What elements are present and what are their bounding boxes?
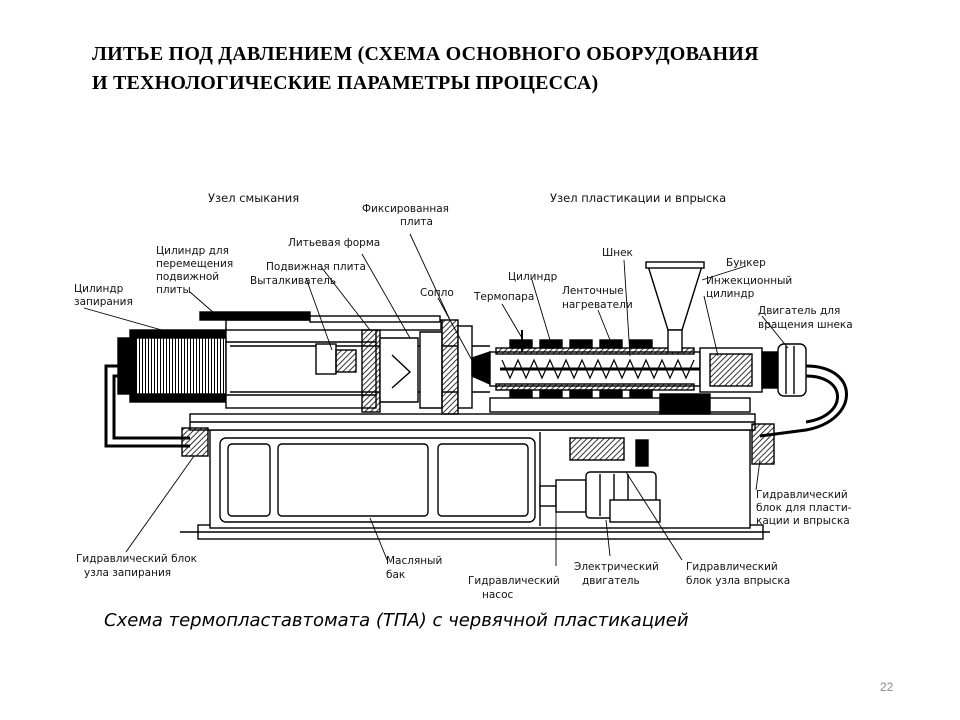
label-move-cylinder-1: Цилиндр для bbox=[156, 245, 229, 257]
label-screw: Шнек bbox=[602, 247, 633, 259]
label-hopper: Бункер bbox=[726, 257, 766, 269]
label-moving-plate: Подвижная плита bbox=[266, 261, 366, 273]
label-hyd-block-inject-1: Гидравлический bbox=[686, 561, 778, 573]
label-hyd-block-plast-3: кации и впрыска bbox=[756, 515, 850, 527]
label-fixed-plate-2: плита bbox=[400, 216, 433, 228]
label-electric-motor-2: двигатель bbox=[582, 575, 640, 587]
label-move-cylinder-2: перемещения bbox=[156, 258, 233, 270]
label-oil-tank-1: Масляный bbox=[386, 555, 442, 567]
label-hyd-pump-2: насос bbox=[482, 589, 513, 601]
label-screw-motor-2: вращения шнека bbox=[758, 319, 853, 331]
label-hyd-block-lock-1: Гидравлический блок bbox=[76, 553, 197, 565]
label-hyd-block-lock-2: узла запирания bbox=[84, 567, 171, 579]
label-injection-cylinder-2: цилиндр bbox=[706, 288, 755, 300]
label-plastication-unit: Узел пластикации и впрыска bbox=[550, 191, 726, 205]
label-lock-cylinder-1: Цилиндр bbox=[74, 283, 124, 295]
mold-shape bbox=[379, 337, 419, 403]
nozzle-shape bbox=[471, 351, 491, 386]
moving-plate-shape bbox=[361, 329, 381, 413]
label-oil-tank-2: бак bbox=[386, 569, 405, 581]
label-move-cylinder-3: подвижной bbox=[156, 271, 219, 283]
label-injection-cylinder-1: Инжекционный bbox=[706, 275, 792, 287]
label-fixed-plate-1: Фиксированная bbox=[362, 203, 449, 215]
label-thermocouple: Термопара bbox=[473, 291, 534, 303]
machine-drawing bbox=[104, 261, 848, 540]
lock-cylinder-shape bbox=[117, 337, 137, 395]
page-number: 22 bbox=[880, 680, 894, 694]
label-hyd-block-inject-2: блок узла впрыска bbox=[686, 575, 790, 587]
label-cylinder: Цилиндр bbox=[508, 271, 558, 283]
fixed-plate-shape bbox=[441, 319, 459, 415]
hopper-shape bbox=[647, 265, 703, 331]
label-band-heaters-2: нагреватели bbox=[562, 299, 633, 311]
slide-title-line-1: ЛИТЬЕ ПОД ДАВЛЕНИЕМ (СХЕМА ОСНОВНОГО ОБО… bbox=[92, 43, 759, 65]
label-band-heaters-1: Ленточные bbox=[562, 285, 624, 297]
injection-machine-diagram: Узел смыкания Узел пластикации и впрыска… bbox=[70, 180, 870, 610]
label-move-cylinder-4: плиты bbox=[156, 284, 191, 296]
slide-title-line-2: И ТЕХНОЛОГИЧЕСКИЕ ПАРАМЕТРЫ ПРОЦЕССА) bbox=[92, 72, 599, 94]
label-hyd-block-plast-2: блок для пласти- bbox=[756, 502, 852, 514]
label-electric-motor-1: Электрический bbox=[574, 561, 659, 573]
label-ejector: Выталкиватель bbox=[250, 275, 336, 287]
label-screw-motor-1: Двигатель для bbox=[758, 305, 840, 317]
label-mold: Литьевая форма bbox=[288, 237, 380, 249]
hyd-block-lock-shape bbox=[181, 427, 209, 457]
label-clamping-unit: Узел смыкания bbox=[208, 191, 299, 205]
label-hyd-block-plast-1: Гидравлический bbox=[756, 489, 848, 501]
diagram-svg: Узел смыкания Узел пластикации и впрыска… bbox=[74, 191, 853, 601]
label-hyd-pump-1: Гидравлический bbox=[468, 575, 560, 587]
figure-caption: Схема термопластавтомата (ТПА) с червячн… bbox=[104, 610, 689, 631]
leader-lines bbox=[83, 233, 789, 566]
hyd-block-plast-shape bbox=[751, 423, 775, 465]
label-nozzle: Сопло bbox=[420, 287, 454, 299]
slide-title: ЛИТЬЕ ПОД ДАВЛЕНИЕМ (СХЕМА ОСНОВНОГО ОБО… bbox=[92, 40, 912, 98]
screw-motor-shape bbox=[777, 343, 807, 397]
label-lock-cylinder-2: запирания bbox=[74, 296, 133, 308]
